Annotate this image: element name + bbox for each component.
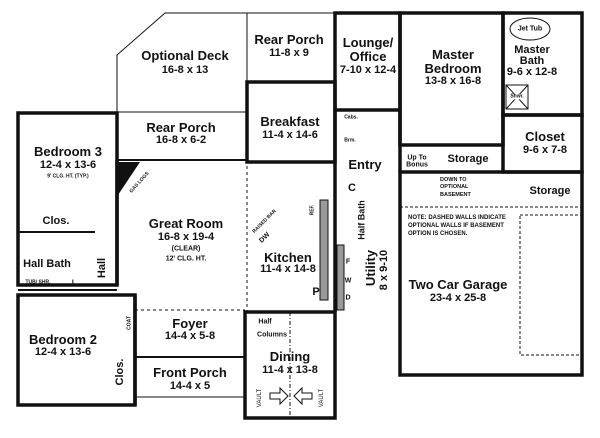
great-room-ceiling: 12' CLG. HT. <box>165 255 207 263</box>
fireplace <box>118 162 140 195</box>
lounge-dims: 7-10 x 12-4 <box>339 64 397 77</box>
garage-name: Two Car Garage <box>408 277 508 293</box>
dining-walls <box>243 310 337 420</box>
garage-note: NOTE: DASHED WALLS INDICATE OPTIONAL WAL… <box>408 214 506 238</box>
coat-closet-label: COAT <box>126 316 133 330</box>
breakfast-name: Breakfast <box>260 114 320 130</box>
cabs-label: Cabs. <box>344 114 358 121</box>
tub-shower-label: TUB/ SHR. <box>25 279 51 286</box>
great-room-clear: (CLEAR) <box>171 245 201 253</box>
up-to-bonus-label: Up To Bonus <box>406 154 428 169</box>
bedroom3-ceiling-note: 9' CLG. HT. (TYP.) <box>47 173 89 180</box>
dryer-label: D <box>345 294 351 302</box>
hall-bath-label: Hall Bath <box>23 258 71 271</box>
broom-label: Brm. <box>344 137 356 144</box>
shower <box>505 84 529 110</box>
half-columns-line-2: Columns <box>257 331 287 339</box>
closet-upper-label: Clos. <box>42 215 70 228</box>
kitchen-name: Kitchen <box>264 250 312 266</box>
master-bath-name-1: Master <box>514 44 550 57</box>
half-columns-line-1: Half <box>258 318 272 326</box>
washer-label: W <box>344 277 352 285</box>
front-porch-name: Front Porch <box>153 365 227 381</box>
note-line-2: OPTIONAL WALLS IF BASEMENT <box>408 223 504 230</box>
dining-vault-arrows <box>269 386 313 406</box>
optional-deck-dims: 16-8 x 13 <box>161 64 209 77</box>
master-bath-name-2: Bath <box>519 55 545 68</box>
utility-dims: 8 x 9-10 <box>378 249 391 291</box>
rear-porch-top-name: Rear Porch <box>254 32 324 48</box>
refrigerator-label: REF. <box>309 204 316 216</box>
entry-label: Entry <box>348 157 382 173</box>
rear-porch-lower-name: Rear Porch <box>146 120 216 136</box>
bedroom2-name: Bedroom 2 <box>29 332 97 348</box>
basement-line-3: BASEMENT <box>440 191 471 198</box>
garage-dims: 23-4 x 25-8 <box>429 292 487 305</box>
master-bath-dims: 9-6 x 12-8 <box>506 66 558 79</box>
master-bedroom-name-2: Bedroom <box>424 61 482 77</box>
garage-optional-dashed <box>519 214 583 356</box>
storage-upper-label: Storage <box>447 153 489 166</box>
closet-dims: 9-6 x 7-8 <box>522 144 568 157</box>
bedroom3-dims: 12-4 x 13-6 <box>39 159 97 172</box>
rear-porch-lower-dims: 16-8 x 6-2 <box>155 134 207 147</box>
foyer-name: Foyer <box>172 316 208 332</box>
basement-line-2: OPTIONAL <box>440 184 469 191</box>
basement-line-1: DOWN TO <box>440 177 467 183</box>
down-to-basement-label: DOWN TO OPTIONAL BASEMENT <box>440 177 471 199</box>
jet-tub-label: Jet Tub <box>517 25 543 33</box>
note-line-1: NOTE: DASHED WALLS INDICATE <box>408 215 506 221</box>
front-porch-dims: 14-4 x 5 <box>169 380 211 393</box>
garage-walls <box>398 170 584 377</box>
dining-name: Dining <box>269 349 311 365</box>
closet-c-label: C <box>348 182 356 195</box>
hall-label: Hall <box>96 257 109 279</box>
storage-right-label: Storage <box>529 185 571 198</box>
master-bedroom-name-1: Master <box>432 47 474 63</box>
jet-tub <box>509 17 551 41</box>
half-bath-label: Half Bath <box>356 200 367 240</box>
freezer-label: F <box>345 258 351 266</box>
optional-deck-name: Optional Deck <box>141 48 229 64</box>
utility-counter <box>336 244 345 311</box>
vault-right-label: VAULT <box>318 388 325 408</box>
kitchen-counter <box>319 199 329 301</box>
shower-label: Shwr. <box>510 93 524 100</box>
master-bedroom-dims: 13-8 x 16-8 <box>424 75 482 88</box>
pantry-label: P <box>312 286 320 299</box>
bedroom2-dims: 12-4 x 13-6 <box>34 346 92 359</box>
kitchen-dims: 11-4 x 14-8 <box>260 263 316 276</box>
linen-label: L <box>71 279 77 287</box>
vault-left-label: VAULT <box>256 388 263 408</box>
dining-dims: 11-4 x 13-8 <box>262 364 318 377</box>
note-line-3: OPTION IS CHOSEN. <box>408 231 468 238</box>
breakfast-dims: 11-4 x 14-6 <box>262 129 318 142</box>
bedroom3-name: Bedroom 3 <box>34 144 102 160</box>
great-room-name: Great Room <box>148 216 224 232</box>
lounge-name-2: Office <box>349 49 387 65</box>
closet-name: Closet <box>525 129 565 145</box>
foyer-dims: 14-4 x 5-8 <box>164 330 216 343</box>
closet-lower-label: Clos. <box>114 358 127 386</box>
rear-porch-top-dims: 11-8 x 9 <box>269 47 309 60</box>
lounge-name-1: Lounge/ <box>342 35 394 51</box>
great-room-dims: 16-8 x 19-4 <box>157 231 215 244</box>
utility-name: Utility <box>363 249 379 287</box>
